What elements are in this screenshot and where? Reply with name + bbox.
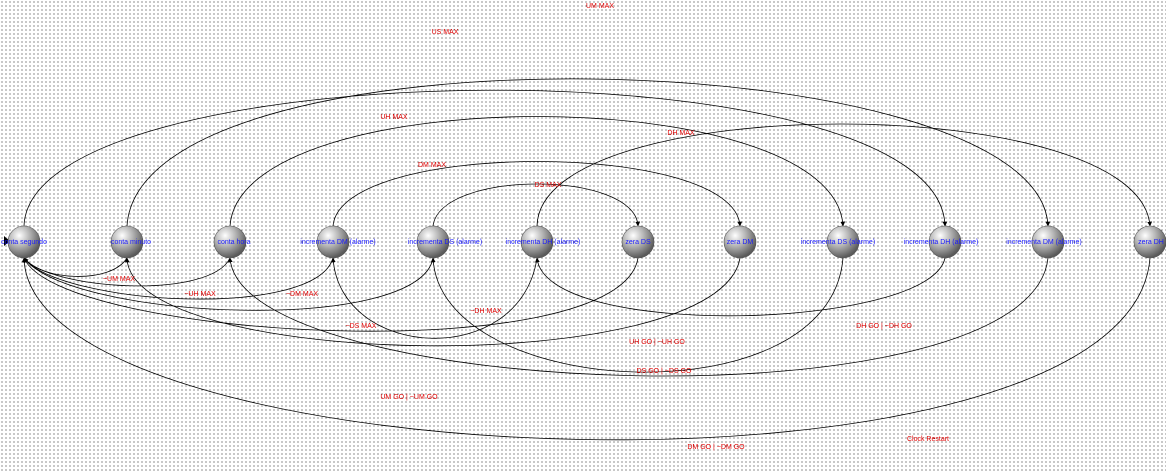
edge-s11-s0 (21, 257, 1151, 441)
state-node[interactable]: zera DM (723, 225, 757, 259)
edge-s3-s0 (23, 257, 334, 300)
state-node[interactable]: incrementa DH (alarme) (904, 225, 979, 259)
edge-s10-s2 (227, 257, 1049, 377)
transition-label: US MAX (432, 29, 459, 36)
state-node[interactable]: zera DS (621, 225, 655, 259)
state-node[interactable]: incrementa DM (alarme) (1006, 225, 1082, 259)
transition-label: UH MAX (380, 114, 408, 121)
state-label: incrementa DS (alarme) (408, 239, 482, 246)
transition-label: ~DS MAX (346, 323, 377, 330)
transition-label: DM GO | ~DM GO (687, 444, 745, 451)
state-label: zera DM (727, 239, 754, 246)
state-label: incrementa DS (alarme) (801, 239, 875, 246)
transition-labels: US MAX UM MAX UH MAX DH MAX DM MAX DS MA… (103, 3, 949, 451)
state-node[interactable]: incrementa DM (alarme) (300, 225, 376, 259)
state-label: incrementa DM (alarme) (1006, 239, 1081, 246)
transition-label: DS GO | ~DS GO (637, 368, 692, 375)
state-label: zera DS (625, 239, 651, 246)
edge-s2-s8 (229, 116, 846, 227)
edge-s3-s7 (332, 161, 743, 227)
transition-label: ~UH MAX (184, 291, 216, 298)
transition-label: ~UM MAX (103, 276, 135, 283)
transition-label: DH MAX (667, 130, 695, 137)
edge-s9-s5 (535, 257, 946, 317)
state-node[interactable]: incrementa DS (alarme) (408, 225, 482, 259)
edge-s4-s6 (432, 183, 641, 227)
state-node[interactable]: conta hora (213, 225, 251, 259)
states: conta segundo conta minuto conta hora in… (1, 225, 1166, 259)
state-label: incrementa DH (alarme) (506, 239, 581, 246)
state-label: incrementa DH (alarme) (904, 239, 979, 246)
state-node[interactable]: zera DH (1133, 225, 1166, 259)
transition-label: UM MAX (586, 3, 614, 10)
edge-s0-s9 (23, 89, 948, 227)
state-label: conta segundo (1, 239, 47, 246)
transition-label: DM MAX (418, 162, 446, 169)
state-node[interactable]: conta segundo (1, 225, 47, 259)
state-node[interactable]: conta minuto (110, 225, 151, 259)
transition-label: DH GO | ~DH GO (856, 323, 912, 330)
initial-arrow (4, 236, 10, 246)
state-label: conta hora (217, 239, 250, 246)
state-label: conta minuto (111, 239, 151, 246)
state-node[interactable]: incrementa DH (alarme) (506, 225, 581, 259)
edge-s6-s0 (23, 257, 639, 332)
edge-s4-s0 (23, 257, 434, 311)
edge-s7-s1 (124, 257, 741, 347)
edge-s5-s11 (536, 123, 1153, 227)
transition-label: ~DM MAX (286, 291, 318, 298)
transition-label: DS MAX (535, 182, 562, 189)
state-node[interactable]: incrementa DS (alarme) (801, 225, 875, 259)
edge-s2-s0 (23, 257, 231, 287)
edge-s8-s4 (430, 257, 844, 373)
edges (21, 78, 1153, 441)
transition-label: ~DH MAX (470, 308, 502, 315)
state-label: zera DH (1138, 239, 1164, 246)
transition-label: UM GO | ~UM GO (380, 394, 438, 401)
state-label: incrementa DM (alarme) (300, 239, 375, 246)
transition-label: UH GO | ~UH GO (629, 339, 685, 346)
transition-label: Clock Restart (907, 436, 949, 443)
edge-s1-s10 (126, 78, 1051, 227)
edge-s1-s0 (23, 257, 128, 277)
